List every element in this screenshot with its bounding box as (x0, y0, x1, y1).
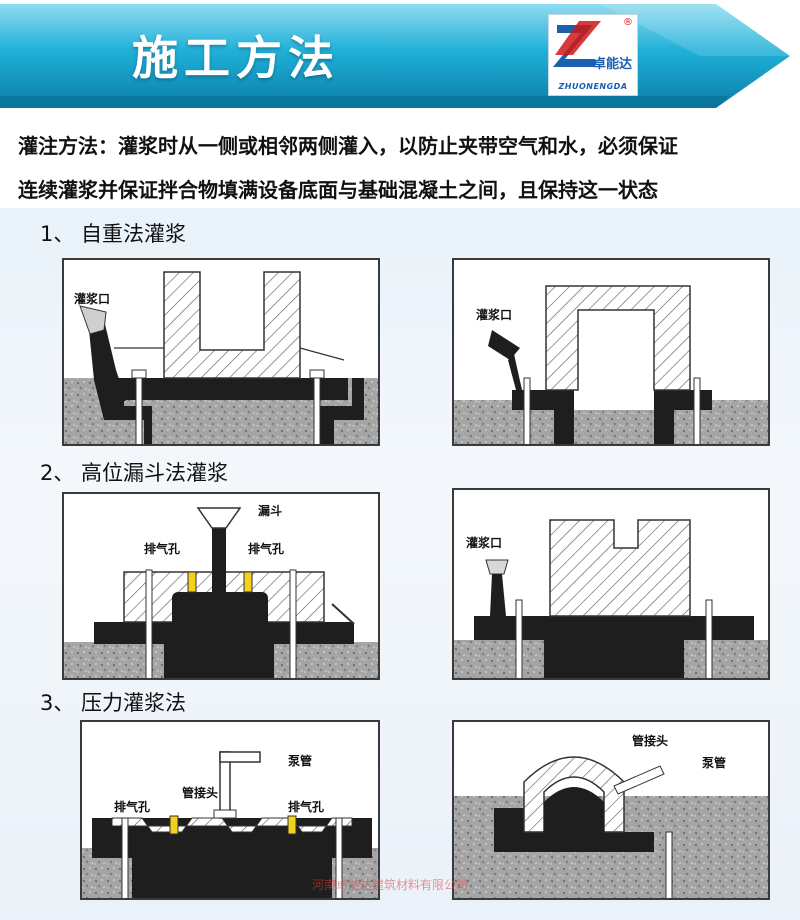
pressure-grouting-diagram-2 (454, 756, 768, 898)
intro-text: 灌注方法：灌浆时从一侧或相邻两侧灌入，以防止夹带空气和水，必须保证 连续灌浆并保… (18, 124, 788, 212)
diagram-funnel-right: 灌浆口 (452, 488, 770, 680)
label-pour-port: 灌浆口 (74, 292, 111, 306)
section-title-funnel: 2、 高位漏斗法灌浆 (40, 461, 229, 485)
section-title-pressure: 3、 压力灌浆法 (40, 691, 187, 715)
label-joint-2: 管接头 (632, 734, 669, 748)
diagram-funnel-left: 漏斗 排气孔 排气孔 (62, 492, 380, 680)
header-banner: 施工方法 ® 卓能达 ZHUONENGDA (0, 0, 800, 112)
pressure-grouting-diagram (82, 751, 378, 898)
funnel-grouting-diagram (64, 507, 378, 678)
label-vent-left-2: 排气孔 (114, 800, 151, 814)
label-pour-port-3: 灌浆口 (466, 536, 503, 550)
z-logo-icon (553, 21, 601, 67)
intro-line-1: 灌注方法：灌浆时从一侧或相邻两侧灌入，以防止夹带空气和水，必须保证 (18, 134, 678, 158)
label-pipe: 泵管 (288, 754, 313, 768)
diagram-pressure-right: 管接头 泵管 (452, 720, 770, 900)
label-funnel: 漏斗 (258, 504, 283, 518)
gravity-grouting-diagram-2 (454, 285, 768, 444)
page-title: 施工方法 (132, 31, 340, 85)
label-pour-port-2: 灌浆口 (476, 308, 513, 322)
label-joint: 管接头 (182, 786, 219, 800)
logo-english-name: ZHUONENGDA (558, 82, 628, 91)
registered-mark: ® (623, 17, 633, 28)
label-vent-right-2: 排气孔 (288, 800, 325, 814)
diagram-pressure-left: 泵管 管接头 排气孔 排气孔 (80, 720, 380, 900)
gravity-grouting-diagram (64, 271, 378, 444)
banner-background (0, 0, 800, 112)
logo-chinese-name: 卓能达 (593, 57, 633, 72)
intro-line-2: 连续灌浆并保证拌合物填满设备底面与基础混凝土之间，且保持这一状态 (18, 178, 658, 202)
company-logo: ® 卓能达 ZHUONENGDA (548, 14, 638, 96)
diagram-gravity-left: 灌浆口 (62, 258, 380, 446)
label-vent-left: 排气孔 (144, 542, 181, 556)
diagram-gravity-right: 灌浆口 (452, 258, 770, 446)
label-vent-right: 排气孔 (248, 542, 285, 556)
label-pipe-2: 泵管 (702, 756, 727, 770)
funnel-grouting-diagram-2 (454, 519, 768, 678)
company-watermark: 河南卓能达建筑材料有限公司 (312, 878, 469, 892)
section-title-gravity: 1、 自重法灌浆 (40, 222, 187, 246)
